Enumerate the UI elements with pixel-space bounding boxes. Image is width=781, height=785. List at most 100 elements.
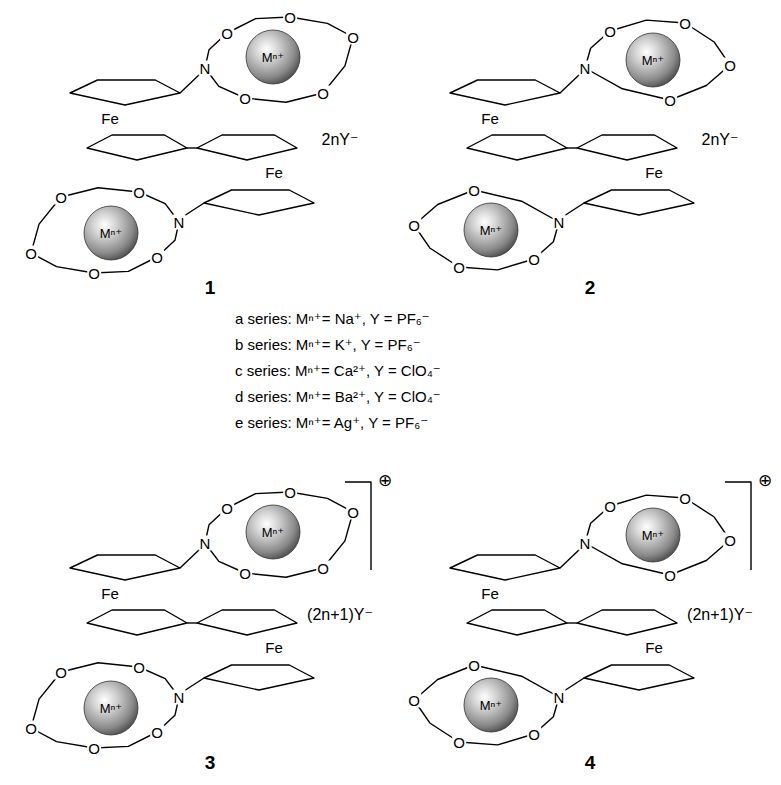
- cyclopentadienyl-ring: [577, 610, 677, 635]
- oxygen-atom: O: [283, 485, 297, 500]
- metal-ion-sphere: [464, 203, 518, 257]
- iron-atom: Fe: [101, 111, 119, 126]
- series-definition: c series: Mⁿ⁺= Ca²⁺, Y = ClO₄⁻: [235, 363, 441, 378]
- metal-ion-sphere: [246, 505, 300, 559]
- crown-ether-ring: [205, 17, 353, 102]
- compound-number: 4: [585, 753, 596, 772]
- series-definition: b series: Mⁿ⁺= K⁺, Y = PF₆⁻: [235, 337, 421, 352]
- oxygen-atom: O: [54, 665, 68, 680]
- methylene-bond: [560, 549, 580, 568]
- compound-number: 3: [205, 753, 216, 772]
- cyclopentadienyl-ring: [197, 135, 297, 160]
- compound-number: 1: [205, 278, 216, 297]
- metal-ion-label: Mⁿ⁺: [262, 526, 284, 539]
- oxygen-atom: O: [452, 260, 466, 275]
- metal-ion-sphere: [84, 681, 138, 735]
- metal-ion-sphere: [246, 30, 300, 84]
- oxygen-atom: O: [346, 505, 360, 520]
- ring-bond: [187, 622, 197, 623]
- crown-ether-ring: [31, 663, 179, 748]
- nitrogen-atom: N: [199, 536, 212, 551]
- metal-ion-label: Mⁿ⁺: [480, 699, 502, 712]
- oxygen-atom: O: [238, 91, 252, 106]
- oxygen-atom: O: [316, 86, 330, 101]
- metal-ion-label: Mⁿ⁺: [262, 51, 284, 64]
- compound-number: 2: [585, 278, 596, 297]
- iron-atom: Fe: [265, 165, 283, 180]
- oxygen-atom: O: [527, 252, 541, 267]
- methylene-bond: [180, 74, 200, 93]
- iron-atom: Fe: [645, 165, 663, 180]
- oxygen-atom: O: [220, 26, 234, 41]
- counter-ion-label: (2n+1)Y⁻: [307, 607, 373, 623]
- oxygen-atom: O: [24, 721, 38, 736]
- oxygen-atom: O: [150, 725, 164, 740]
- cyclopentadienyl-ring: [467, 135, 567, 160]
- crown-ether-ring: [414, 665, 559, 745]
- oxygen-atom: O: [467, 658, 481, 673]
- oxygen-atom: O: [54, 190, 68, 205]
- oxygen-atom: O: [678, 16, 692, 31]
- oxygen-atom: O: [467, 183, 481, 198]
- nitrogen-atom: N: [579, 61, 592, 76]
- methylene-bond: [184, 678, 204, 691]
- metal-ion-label: Mⁿ⁺: [100, 227, 122, 240]
- oxygen-atom: O: [407, 218, 421, 233]
- cyclopentadienyl-ring: [584, 665, 694, 690]
- iron-atom: Fe: [101, 586, 119, 601]
- cyclopentadienyl-ring: [204, 665, 314, 690]
- counter-ion-label: 2nY⁻: [322, 132, 359, 148]
- cyclopentadienyl-ring: [87, 610, 187, 635]
- oxygen-atom: O: [316, 561, 330, 576]
- metal-ion-label: Mⁿ⁺: [100, 702, 122, 715]
- oxygen-atom: O: [663, 93, 677, 108]
- counter-ion-label: 2nY⁻: [702, 132, 739, 148]
- nitrogen-atom: N: [553, 215, 566, 230]
- oxygen-atom: O: [150, 250, 164, 265]
- biferrocene-crown-molecule: [414, 20, 730, 270]
- cyclopentadienyl-ring: [450, 555, 560, 580]
- methylene-bond: [564, 203, 584, 216]
- methylene-bond: [564, 678, 584, 691]
- metal-ion-label: Mⁿ⁺: [642, 529, 664, 542]
- metal-ion-sphere: [464, 678, 518, 732]
- metal-ion-sphere: [626, 33, 680, 87]
- nitrogen-atom: N: [553, 690, 566, 705]
- oxygen-atom: O: [452, 735, 466, 750]
- crown-ether-ring: [585, 495, 730, 575]
- oxygen-atom: O: [407, 693, 421, 708]
- nitrogen-atom: N: [173, 690, 186, 705]
- oxygen-atom: O: [24, 246, 38, 261]
- oxygen-atom: O: [238, 566, 252, 581]
- counter-ion-label: (2n+1)Y⁻: [687, 607, 753, 623]
- cyclopentadienyl-ring: [204, 190, 314, 215]
- crown-ether-ring: [205, 492, 353, 577]
- oxygen-atom: O: [678, 491, 692, 506]
- biferrocene-crown-molecule: [31, 17, 353, 273]
- oxygen-atom: O: [132, 185, 146, 200]
- oxygen-atom: O: [87, 741, 101, 756]
- iron-atom: Fe: [481, 586, 499, 601]
- methylene-bond: [560, 74, 580, 93]
- series-definition: a series: Mⁿ⁺= Na⁺, Y = PF₆⁻: [235, 311, 430, 326]
- oxygen-atom: O: [283, 10, 297, 25]
- metal-ion-label: Mⁿ⁺: [642, 54, 664, 67]
- oxygen-atom: O: [87, 266, 101, 281]
- charge-sign: ⊕: [378, 472, 392, 489]
- crown-ether-ring: [31, 188, 179, 273]
- metal-ion-sphere: [626, 508, 680, 562]
- oxygen-atom: O: [603, 499, 617, 514]
- cyclopentadienyl-ring: [467, 610, 567, 635]
- ring-bond: [567, 147, 577, 148]
- nitrogen-atom: N: [173, 215, 186, 230]
- nitrogen-atom: N: [199, 61, 212, 76]
- cyclopentadienyl-ring: [87, 135, 187, 160]
- oxygen-atom: O: [527, 727, 541, 742]
- oxygen-atom: O: [723, 533, 737, 548]
- cyclopentadienyl-ring: [70, 555, 180, 580]
- oxygen-atom: O: [663, 568, 677, 583]
- crown-ether-ring: [414, 190, 559, 270]
- metal-ion-label: Mⁿ⁺: [480, 224, 502, 237]
- series-definition: e series: Mⁿ⁺= Ag⁺, Y = PF₆⁻: [235, 415, 428, 430]
- charge-bracket: [725, 482, 751, 570]
